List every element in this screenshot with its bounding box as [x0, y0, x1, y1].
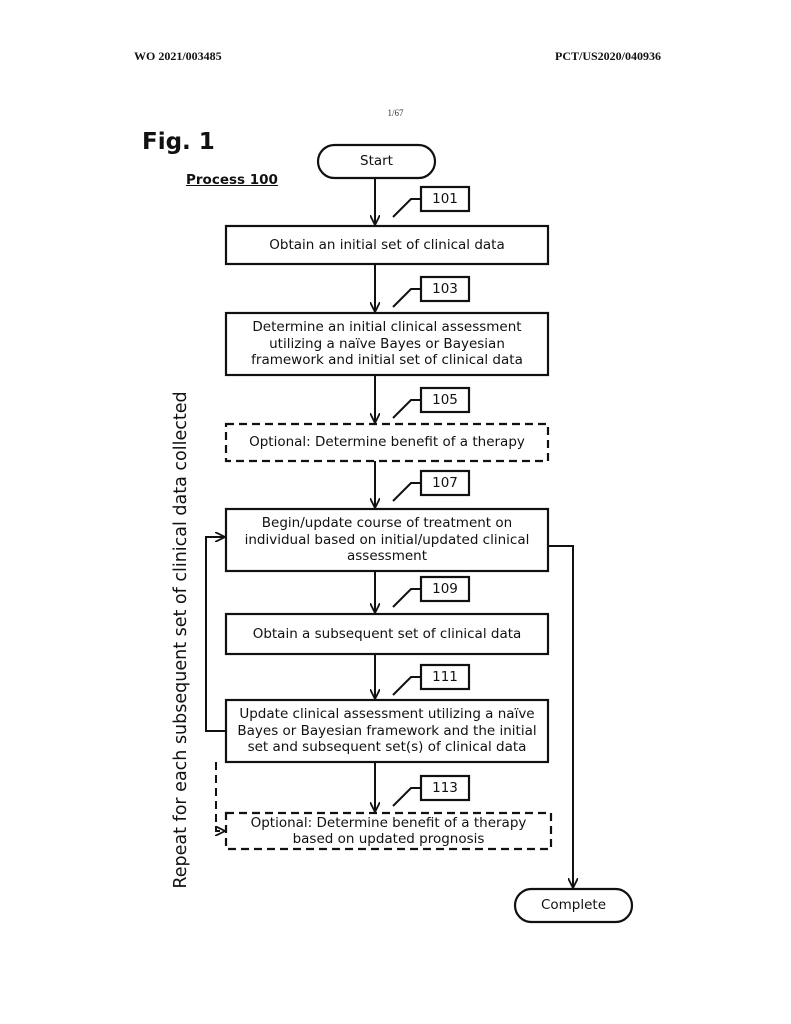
- step-113-text: Optional: Determine benefit of a therapy…: [236, 813, 541, 849]
- ref-101-leader: [393, 199, 421, 217]
- step-101-text: Obtain an initial set of clinical data: [232, 226, 542, 264]
- start-label: Start: [318, 145, 435, 178]
- ref-105-leader: [393, 400, 421, 418]
- ref-109-label: 109: [421, 577, 469, 601]
- ref-101-label: 101: [421, 187, 469, 211]
- complete-label: Complete: [515, 889, 632, 922]
- step-103-text: Determine an initial clinical assessment…: [232, 313, 542, 375]
- ref-103-leader: [393, 289, 421, 307]
- loop-111-to-107: [206, 537, 226, 731]
- ref-113-label: 113: [421, 776, 469, 800]
- ref-111-leader: [393, 677, 421, 695]
- ref-105-label: 105: [421, 388, 469, 412]
- loop-113-to-107: [216, 762, 224, 831]
- ref-107-label: 107: [421, 471, 469, 495]
- arrow-107-to-complete: [548, 546, 573, 887]
- ref-103-label: 103: [421, 277, 469, 301]
- ref-111-label: 111: [421, 665, 469, 689]
- ref-109-leader: [393, 589, 421, 607]
- step-111-text: Update clinical assessment utilizing a n…: [232, 700, 542, 762]
- step-105-text: Optional: Determine benefit of a therapy: [232, 424, 542, 461]
- ref-107-leader: [393, 483, 421, 501]
- step-107-text: Begin/update course of treatment on indi…: [232, 509, 542, 571]
- ref-113-leader: [393, 788, 421, 806]
- step-109-text: Obtain a subsequent set of clinical data: [232, 614, 542, 654]
